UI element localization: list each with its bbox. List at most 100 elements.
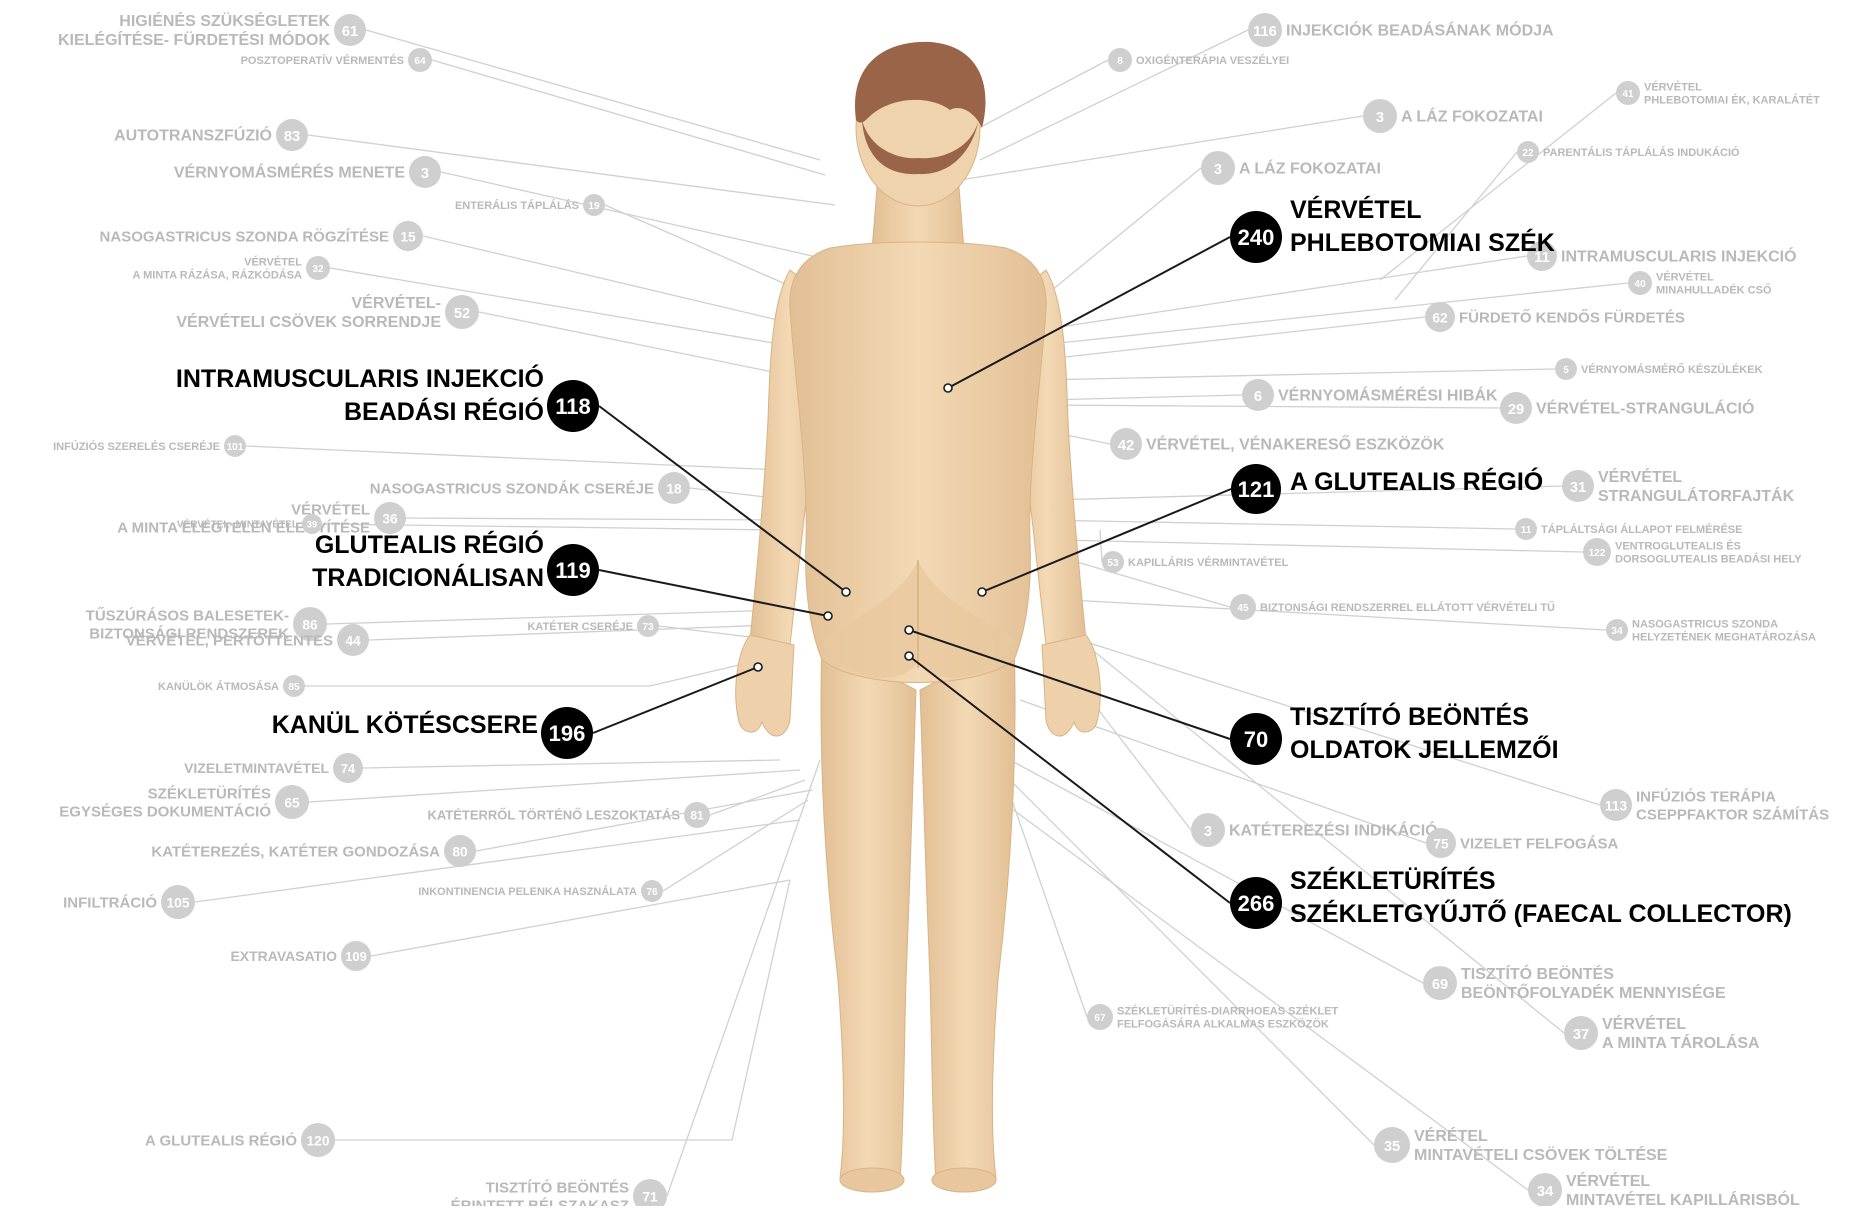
label-text: HIGIÉNÉS SZÜKSÉGLETEK xyxy=(119,11,330,30)
number-badge-text: 34 xyxy=(1537,1184,1554,1200)
label-text: VÉRVÉTEL xyxy=(1598,467,1682,486)
label-text: INJEKCIÓK BEADÁSÁNAK MÓDJA xyxy=(1286,21,1554,40)
label-text: VÉRVÉTEL xyxy=(1602,1014,1686,1033)
label-text: VÉRVÉTEL xyxy=(1644,80,1702,93)
number-badge-text: 67 xyxy=(1094,1013,1106,1024)
number-badge-text: 61 xyxy=(342,24,358,40)
number-badge-text: 35 xyxy=(1384,1139,1400,1155)
number-badge-text: 3 xyxy=(1204,824,1212,840)
human-body-back-view xyxy=(736,42,1101,1192)
label-text: EGYSÉGES DOKUMENTÁCIÓ xyxy=(59,802,271,820)
number-badge-text: 22 xyxy=(1522,148,1534,159)
leader-line xyxy=(335,880,790,1140)
number-badge-text: 120 xyxy=(306,1133,329,1148)
number-badge-text: 36 xyxy=(382,511,398,526)
number-badge-text: 41 xyxy=(1622,89,1634,100)
label-text: NASOGASTRICUS SZONDA RÖGZÍTÉSE xyxy=(100,228,389,245)
number-badge-text: 8 xyxy=(1117,56,1123,67)
label-text: NASOGASTRICUS SZONDA xyxy=(1632,618,1778,630)
leader-line xyxy=(363,760,780,768)
anchor-point xyxy=(842,588,850,596)
number-badge-text: 29 xyxy=(1508,402,1524,418)
label-text: A LÁZ FOKOZATAI xyxy=(1239,159,1381,178)
number-badge-text: 32 xyxy=(312,264,324,275)
leader-line xyxy=(1040,520,1515,529)
number-badge-text: 73 xyxy=(642,622,654,633)
number-badge-text: 116 xyxy=(1253,24,1277,40)
leader-line xyxy=(1045,395,1242,400)
number-badge-text: 64 xyxy=(414,56,426,67)
leader-line xyxy=(366,30,820,160)
number-badge-text: 31 xyxy=(1570,480,1586,496)
number-badge-text: 53 xyxy=(1107,558,1119,569)
label-text: FELFOGÁSÁRA ALKALMAS ESZKÖZÖK xyxy=(1117,1017,1329,1030)
label-text: INKONTINENCIA PELENKA HASZNÁLATA xyxy=(418,885,637,898)
highlight-label-text: KANÜL KÖTÉSCSERE xyxy=(272,710,538,739)
label-text: VÉRVÉTEL, PERTÖTTENTES xyxy=(126,632,333,649)
number-badge-text: 18 xyxy=(666,481,682,496)
highlight-label-text: INTRAMUSCULARIS INJEKCIÓ xyxy=(176,363,544,393)
label-text: VÉRVÉTELI CSÖVEK SORRENDJE xyxy=(176,312,441,331)
highlight-badge-text: 196 xyxy=(549,721,586,746)
label-text: INFÚZIÓS TERÁPIA xyxy=(1636,787,1776,805)
label-text: VÉRVÉTEL- xyxy=(352,293,442,312)
label-text: INTRAMUSCULARIS INJEKCIÓ xyxy=(1561,247,1797,266)
label-text: VENTROGLUTEALIS ÉS xyxy=(1615,539,1741,552)
label-left-1[interactable]: 64 POSZTOPERATÍV VÉRMENTÉS xyxy=(241,48,432,72)
leader-line xyxy=(432,60,825,175)
number-badge-text: 113 xyxy=(1605,798,1628,813)
number-badge-text: 3 xyxy=(421,166,429,182)
highlight-label-text: A GLUTEALIS RÉGIÓ xyxy=(1290,466,1543,496)
label-right-0[interactable]: 116 INJEKCIÓK BEADÁSÁNAK MÓDJA xyxy=(1248,13,1554,47)
highlight-label-text: SZÉKLETÜRÍTÉS xyxy=(1290,866,1496,895)
label-text: POSZTOPERATÍV VÉRMENTÉS xyxy=(241,54,404,67)
label-text: MINAHULLADÉK CSŐ xyxy=(1656,283,1772,296)
highlight-label-text: TRADICIONÁLISAN xyxy=(312,563,544,592)
number-badge-text: 34 xyxy=(1611,626,1623,637)
number-badge-text: 42 xyxy=(1118,438,1134,454)
